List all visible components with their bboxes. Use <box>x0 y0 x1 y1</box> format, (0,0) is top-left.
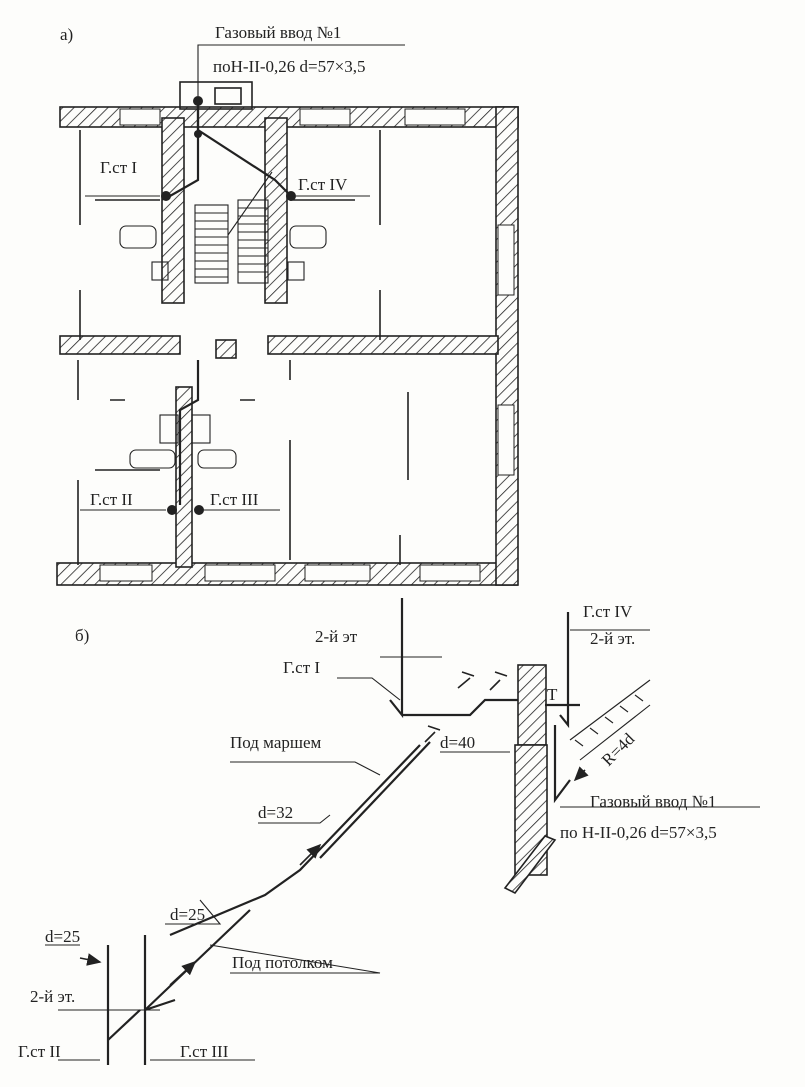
floor-2-label-a: 2-й эт <box>315 627 358 646</box>
east-wall <box>495 106 519 586</box>
d25-label-a: d=25 <box>45 927 80 946</box>
riser-IV-label-b: Г.ст IV <box>583 602 633 621</box>
interior-wall-west <box>59 335 181 355</box>
riser-III-label-b: Г.ст III <box>180 1042 229 1061</box>
d25-label-b: d=25 <box>170 905 205 924</box>
stair-wall-left <box>161 117 185 304</box>
riser-I-label-b: Г.ст I <box>283 658 320 677</box>
gas-inlet-title-b: Газовый ввод №1 <box>590 792 716 811</box>
d32-label: d=32 <box>258 803 293 822</box>
isometric-scheme: T <box>45 598 760 1065</box>
center-partition <box>175 386 193 568</box>
riser-IV-label-a: Г.ст IV <box>298 175 348 194</box>
part-a-label: а) <box>60 25 73 44</box>
riser-II-label-b: Г.ст II <box>18 1042 61 1061</box>
inlet-wall-upper <box>517 664 547 746</box>
part-b-label: б) <box>75 626 89 645</box>
riser-I-label-a: Г.ст I <box>100 158 137 177</box>
radius-label: R=4d <box>598 729 639 770</box>
riser-II-label-a: Г.ст II <box>90 490 133 509</box>
kitchen-fixtures <box>119 225 327 469</box>
gas-inlet-spec-b: по Н-II-0,26 d=57×3,5 <box>560 823 717 842</box>
floor-2-label-c: 2-й эт. <box>30 987 75 1006</box>
riser-III-label-a: Г.ст III <box>210 490 259 509</box>
stair-wall-right <box>264 117 288 304</box>
valves <box>424 671 508 743</box>
riser-I-point <box>161 191 171 201</box>
riser-III-point <box>194 505 204 515</box>
gas-inlet-title-a: Газовый ввод №1 <box>215 23 341 42</box>
small-pier <box>215 339 237 359</box>
riser-II-point <box>167 505 177 515</box>
under-ceiling-label: Под потолком <box>232 953 333 972</box>
tee-label: T <box>547 685 558 704</box>
d40-label: d=40 <box>440 733 475 752</box>
interior-wall-east <box>267 335 499 355</box>
gas-inlet-spec-a: поН-II-0,26 d=57×3,5 <box>213 57 365 76</box>
floor-plan <box>56 44 519 586</box>
under-stairs-label: Под маршем <box>230 733 322 752</box>
floor-2-label-b: 2-й эт. <box>590 629 635 648</box>
